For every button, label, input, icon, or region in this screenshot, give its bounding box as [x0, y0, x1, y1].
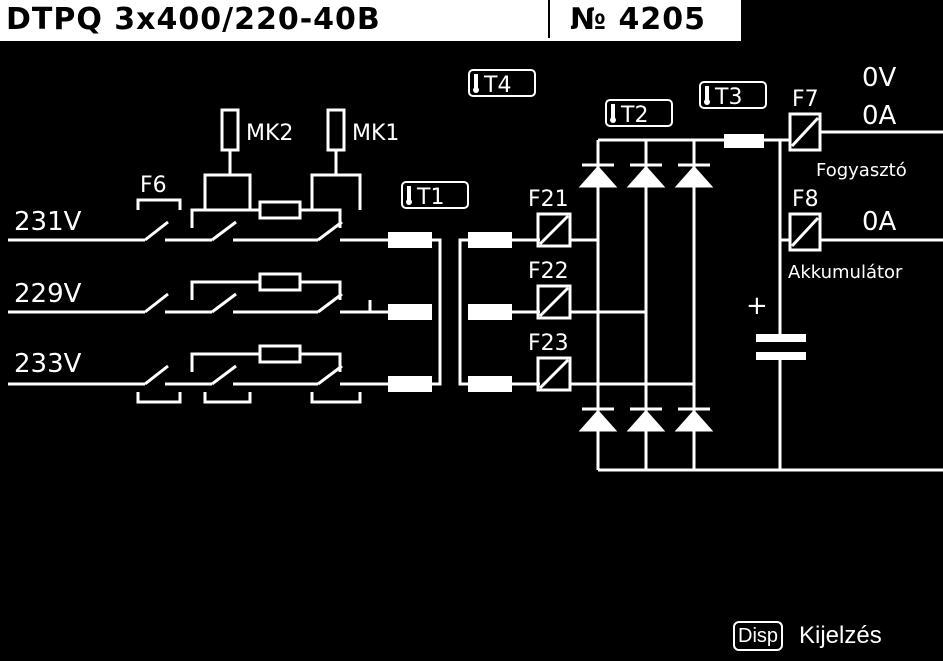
t2-label: T2	[620, 103, 648, 128]
capacitor-plus: +	[746, 291, 768, 321]
f6-label: F6	[140, 173, 167, 198]
disp-key-button[interactable]: Disp	[733, 621, 784, 651]
consumer-voltage: 0V	[862, 63, 897, 93]
t3-label: T3	[714, 85, 742, 110]
consumer-label: Fogyasztó	[816, 160, 907, 181]
t1-frame	[401, 181, 469, 209]
f22-label: F22	[528, 259, 569, 284]
l2-voltage: 229V	[14, 279, 82, 309]
l1-voltage: 231V	[14, 207, 82, 237]
t4-label: T4	[483, 73, 511, 98]
t2-frame	[605, 99, 673, 127]
header-divider	[548, 0, 550, 38]
mk1-label: MK1	[352, 121, 399, 146]
t1-label: T1	[416, 185, 444, 210]
f21-label: F21	[528, 187, 569, 212]
device-serial: № 4205	[570, 2, 707, 37]
header-bar: DTPQ 3x400/220-40B № 4205	[0, 0, 741, 41]
device-model: DTPQ 3x400/220-40B	[6, 2, 381, 37]
f7-label: F7	[792, 87, 819, 112]
l3-voltage: 233V	[14, 349, 82, 379]
t3-frame	[699, 81, 767, 109]
disp-key-label: Kijelzés	[799, 622, 882, 649]
t4-frame	[468, 69, 536, 97]
battery-current: 0A	[862, 207, 897, 237]
battery-label: Akkumulátor	[788, 262, 903, 283]
f23-label: F23	[528, 331, 569, 356]
consumer-current: 0A	[862, 101, 897, 131]
thermometer-icon	[406, 74, 710, 205]
f8-label: F8	[792, 187, 819, 212]
mk2-label: MK2	[246, 121, 293, 146]
